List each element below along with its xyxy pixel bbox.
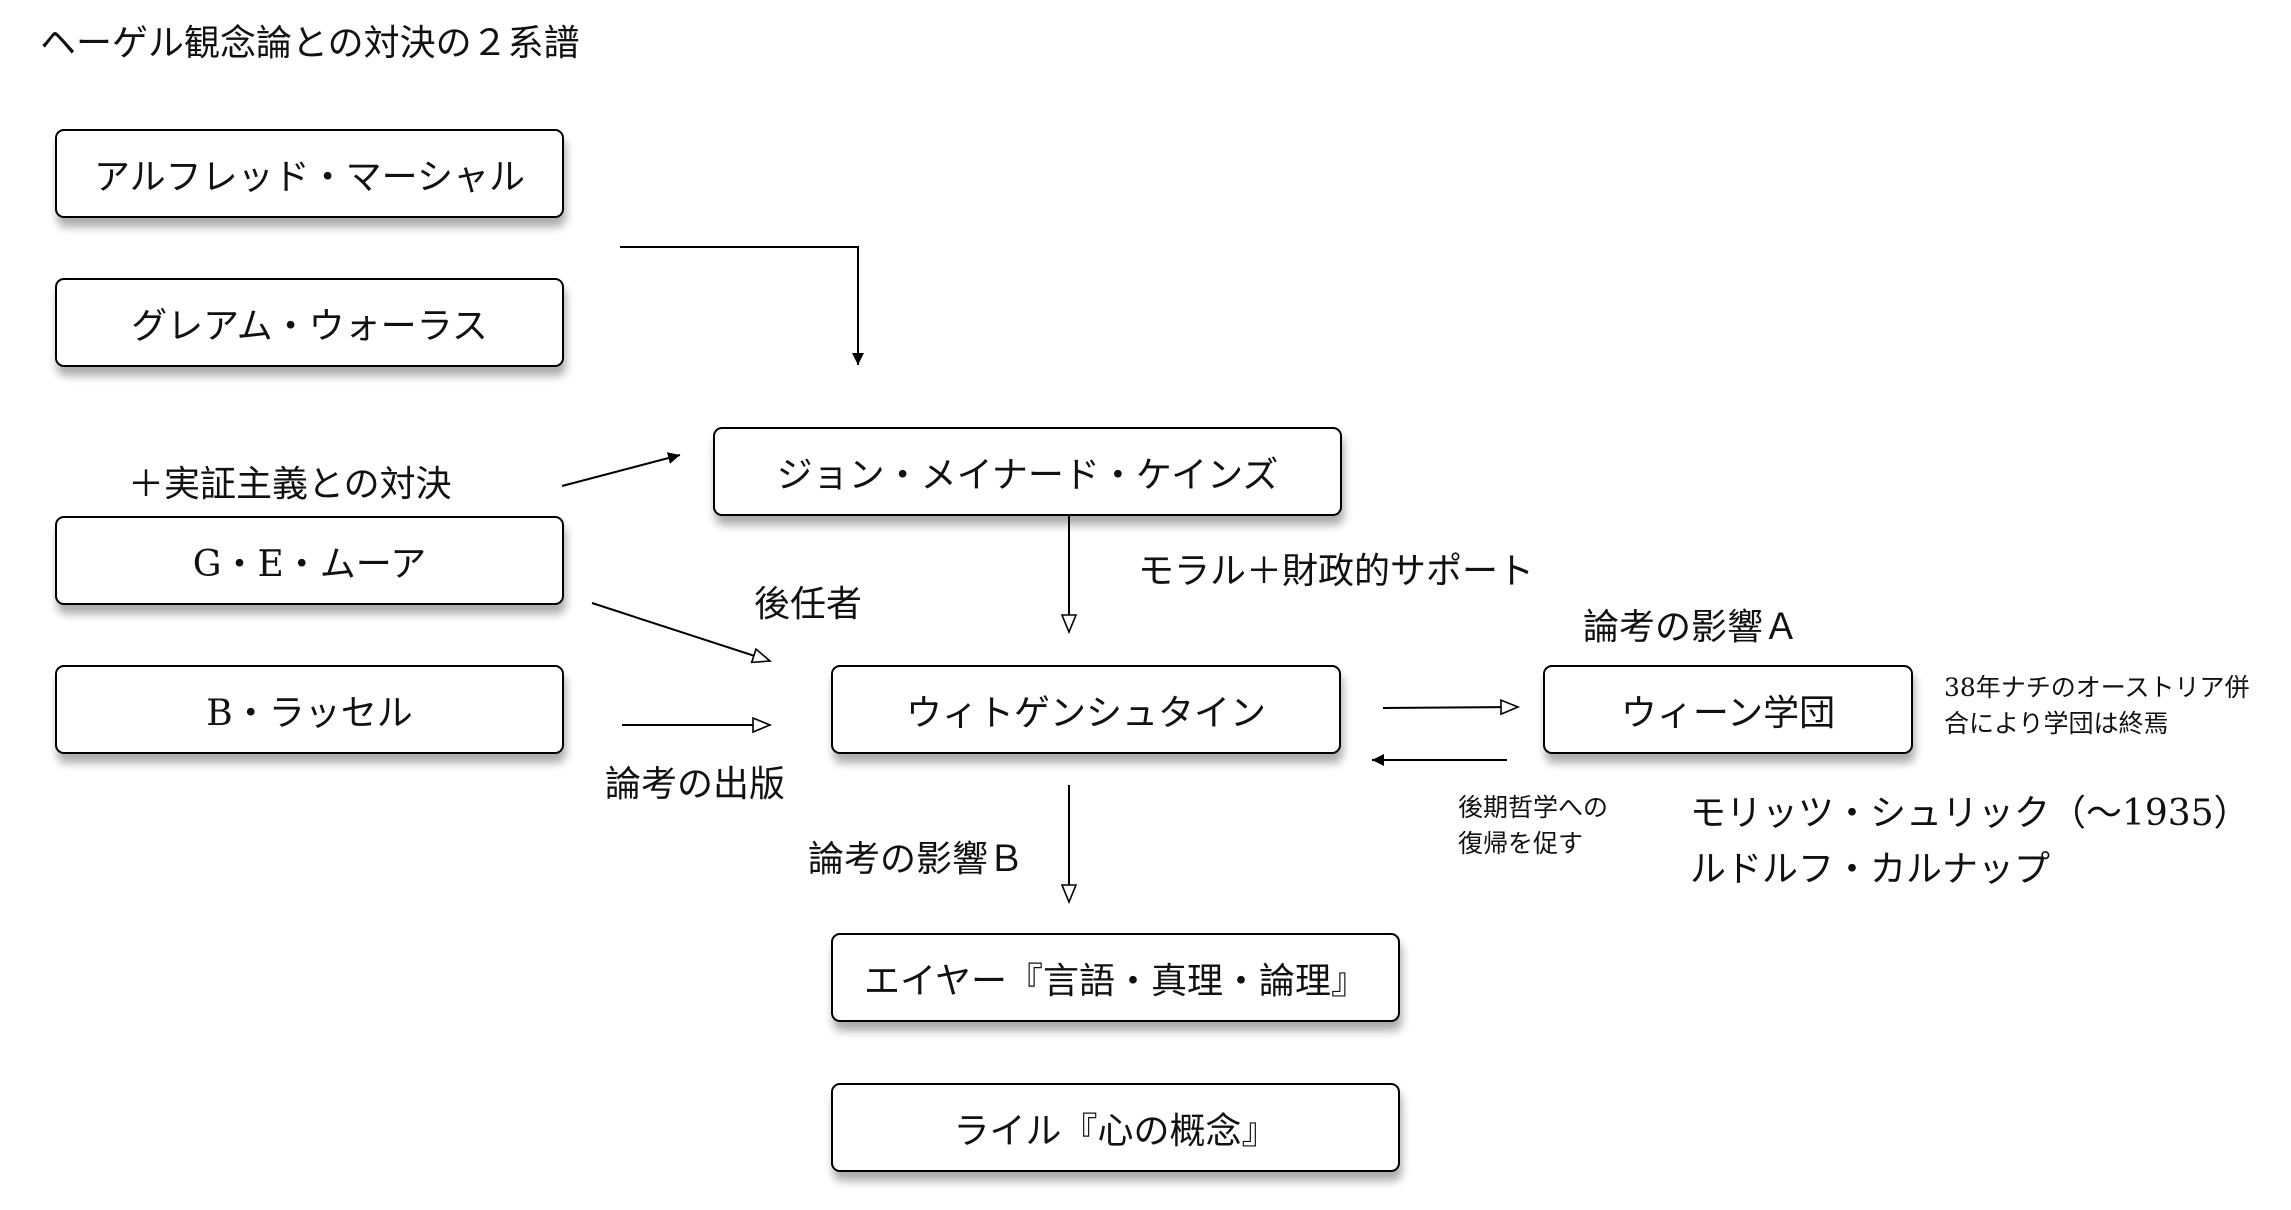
node-vienna-circle-label: ウィーン学団: [1620, 692, 1836, 734]
node-wittgenstein-label: ウィトゲンシュタイン: [905, 692, 1266, 734]
node-moore-label: G・E・ムーア: [192, 543, 427, 585]
node-vienna-circle: ウィーン学団: [1543, 665, 1913, 754]
node-wallace: グレアム・ウォーラス: [55, 278, 564, 367]
node-wittgenstein: ウィトゲンシュタイン: [831, 665, 1341, 754]
label-moral-support: モラル＋財政的サポート: [1138, 551, 1535, 592]
label-return-to-philosophy: 後期哲学への 復帰を促す: [1458, 790, 1608, 863]
node-ayer-label: エイヤー『言語・真理・論理』: [864, 960, 1367, 1002]
label-annexation-line1: 38年ナチのオーストリア併: [1944, 673, 2250, 702]
node-marshall: アルフレッド・マーシャル: [55, 129, 564, 218]
label-carnap: ルドルフ・カルナップ: [1690, 848, 2051, 890]
label-influence-a: 論考の影響Ａ: [1583, 607, 1800, 648]
label-annexation: 38年ナチのオーストリア併 合により学団は終焉: [1944, 670, 2250, 743]
node-ryle: ライル『心の概念』: [831, 1083, 1400, 1172]
label-positivism: ＋実証主義との対決: [128, 464, 452, 505]
label-schlick: モリッツ・シュリック（〜1935）: [1690, 793, 2250, 834]
label-return-line2: 復帰を促す: [1458, 829, 1584, 859]
label-influence-b: 論考の影響Ｂ: [808, 839, 1025, 880]
edge-wittgenstein-to-vienna: [1382, 707, 1518, 708]
node-ayer: エイヤー『言語・真理・論理』: [831, 933, 1400, 1022]
label-vienna-members: モリッツ・シュリック（〜1935） ルドルフ・カルナップ: [1690, 786, 2250, 898]
edge-moore-to-wittgenstein: [591, 602, 770, 661]
node-russell: B・ラッセル: [55, 665, 564, 754]
edge-marshall-to-keynes: [620, 246, 864, 365]
label-publication: 論考の出版: [605, 764, 786, 805]
node-russell-label: B・ラッセル: [206, 692, 413, 734]
label-annexation-line2: 合により学団は終焉: [1944, 709, 2169, 739]
node-marshall-label: アルフレッド・マーシャル: [94, 156, 525, 198]
node-keynes-label: ジョン・メイナード・ケインズ: [776, 454, 1279, 496]
edge-positivism-to-keynes: [561, 452, 681, 487]
label-return-line1: 後期哲学への: [1458, 793, 1609, 822]
node-ryle-label: ライル『心の概念』: [953, 1110, 1278, 1152]
node-moore: G・E・ムーア: [55, 516, 564, 605]
diagram-title: ヘーゲル観念論との対決の２系譜: [40, 23, 580, 64]
node-keynes: ジョン・メイナード・ケインズ: [713, 427, 1342, 516]
label-successor: 後任者: [754, 584, 863, 625]
node-wallace-label: グレアム・ウォーラス: [131, 305, 488, 347]
